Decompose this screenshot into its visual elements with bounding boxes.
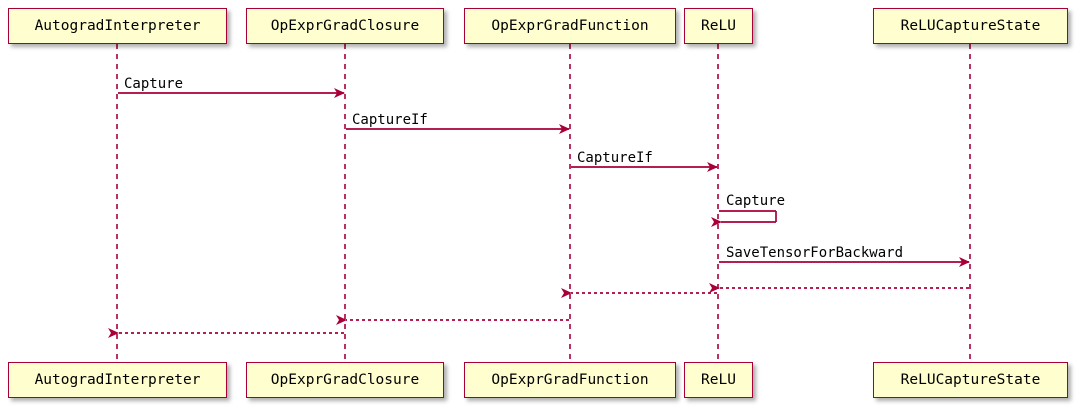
participant-header-autograd[interactable]: AutogradInterpreter xyxy=(8,8,227,44)
participant-footer-autograd[interactable]: AutogradInterpreter xyxy=(8,362,227,398)
participant-header-closure[interactable]: OpExprGradClosure xyxy=(246,8,444,44)
participant-label: ReLU xyxy=(701,17,736,34)
participant-footer-function[interactable]: OpExprGradFunction xyxy=(464,362,676,398)
message-label-3: Capture xyxy=(726,193,786,209)
participant-footer-closure[interactable]: OpExprGradClosure xyxy=(246,362,444,398)
lifelines-layer xyxy=(116,44,971,362)
participant-footer-relu[interactable]: ReLU xyxy=(684,362,753,398)
message-label-4: SaveTensorForBackward xyxy=(726,245,904,261)
participant-label: OpExprGradFunction xyxy=(491,17,649,34)
message-label-1: CaptureIf xyxy=(352,112,428,128)
participant-label: OpExprGradFunction xyxy=(491,371,649,388)
messages-layer xyxy=(108,88,970,338)
message-label-2: CaptureIf xyxy=(577,150,653,166)
participant-label: AutogradInterpreter xyxy=(34,371,201,388)
message-label-0: Capture xyxy=(124,76,184,92)
participant-label: ReLUCaptureState xyxy=(900,17,1041,34)
participant-header-function[interactable]: OpExprGradFunction xyxy=(464,8,676,44)
participant-header-state[interactable]: ReLUCaptureState xyxy=(873,8,1068,44)
participant-label: AutogradInterpreter xyxy=(34,17,201,34)
participant-label: OpExprGradClosure xyxy=(270,371,420,388)
participant-footer-state[interactable]: ReLUCaptureState xyxy=(873,362,1068,398)
participant-label: ReLUCaptureState xyxy=(900,371,1041,388)
participant-label: OpExprGradClosure xyxy=(270,17,420,34)
participant-label: ReLU xyxy=(701,371,736,388)
message-3-capture xyxy=(711,210,777,227)
participant-header-relu[interactable]: ReLU xyxy=(684,8,753,44)
